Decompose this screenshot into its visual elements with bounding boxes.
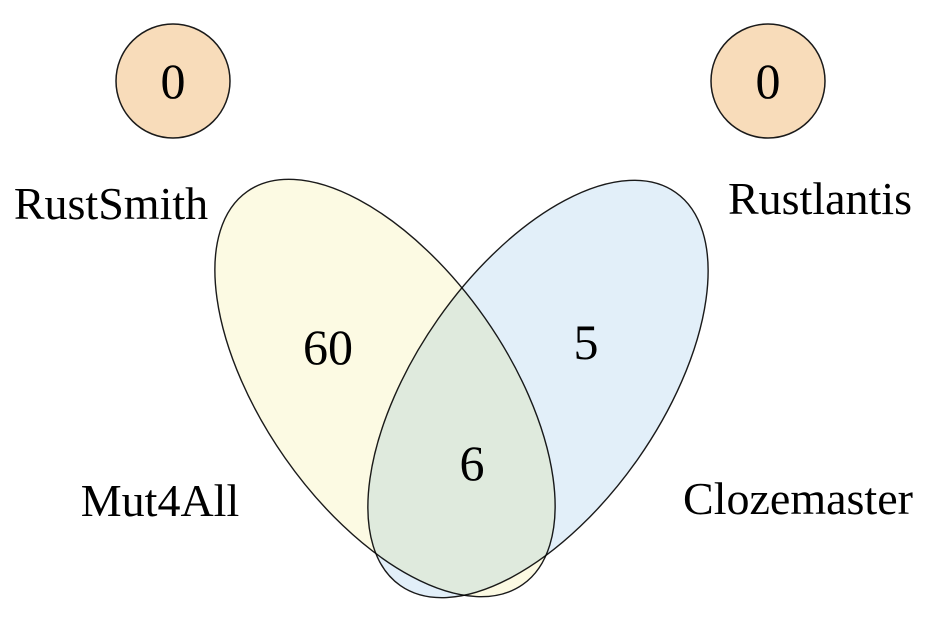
mut4all-only-count: 60 [303, 319, 353, 375]
rustsmith-set-circle [115, 23, 231, 139]
rustsmith-count: 0 [161, 53, 186, 109]
clozemaster-label: Clozemaster [683, 473, 913, 524]
mut4all-clozemaster-overlap-count: 6 [460, 435, 485, 491]
rustlantis-set-circle [710, 23, 826, 139]
venn-ellipses-group [214, 178, 709, 599]
mut4all-label: Mut4All [81, 475, 239, 526]
rustlantis-label: Rustlantis [728, 173, 912, 224]
rustsmith-label: RustSmith [14, 178, 208, 229]
clozemaster-only-count: 5 [574, 314, 599, 370]
rustlantis-count: 0 [756, 53, 781, 109]
clozemaster-set-ellipse [367, 179, 709, 599]
